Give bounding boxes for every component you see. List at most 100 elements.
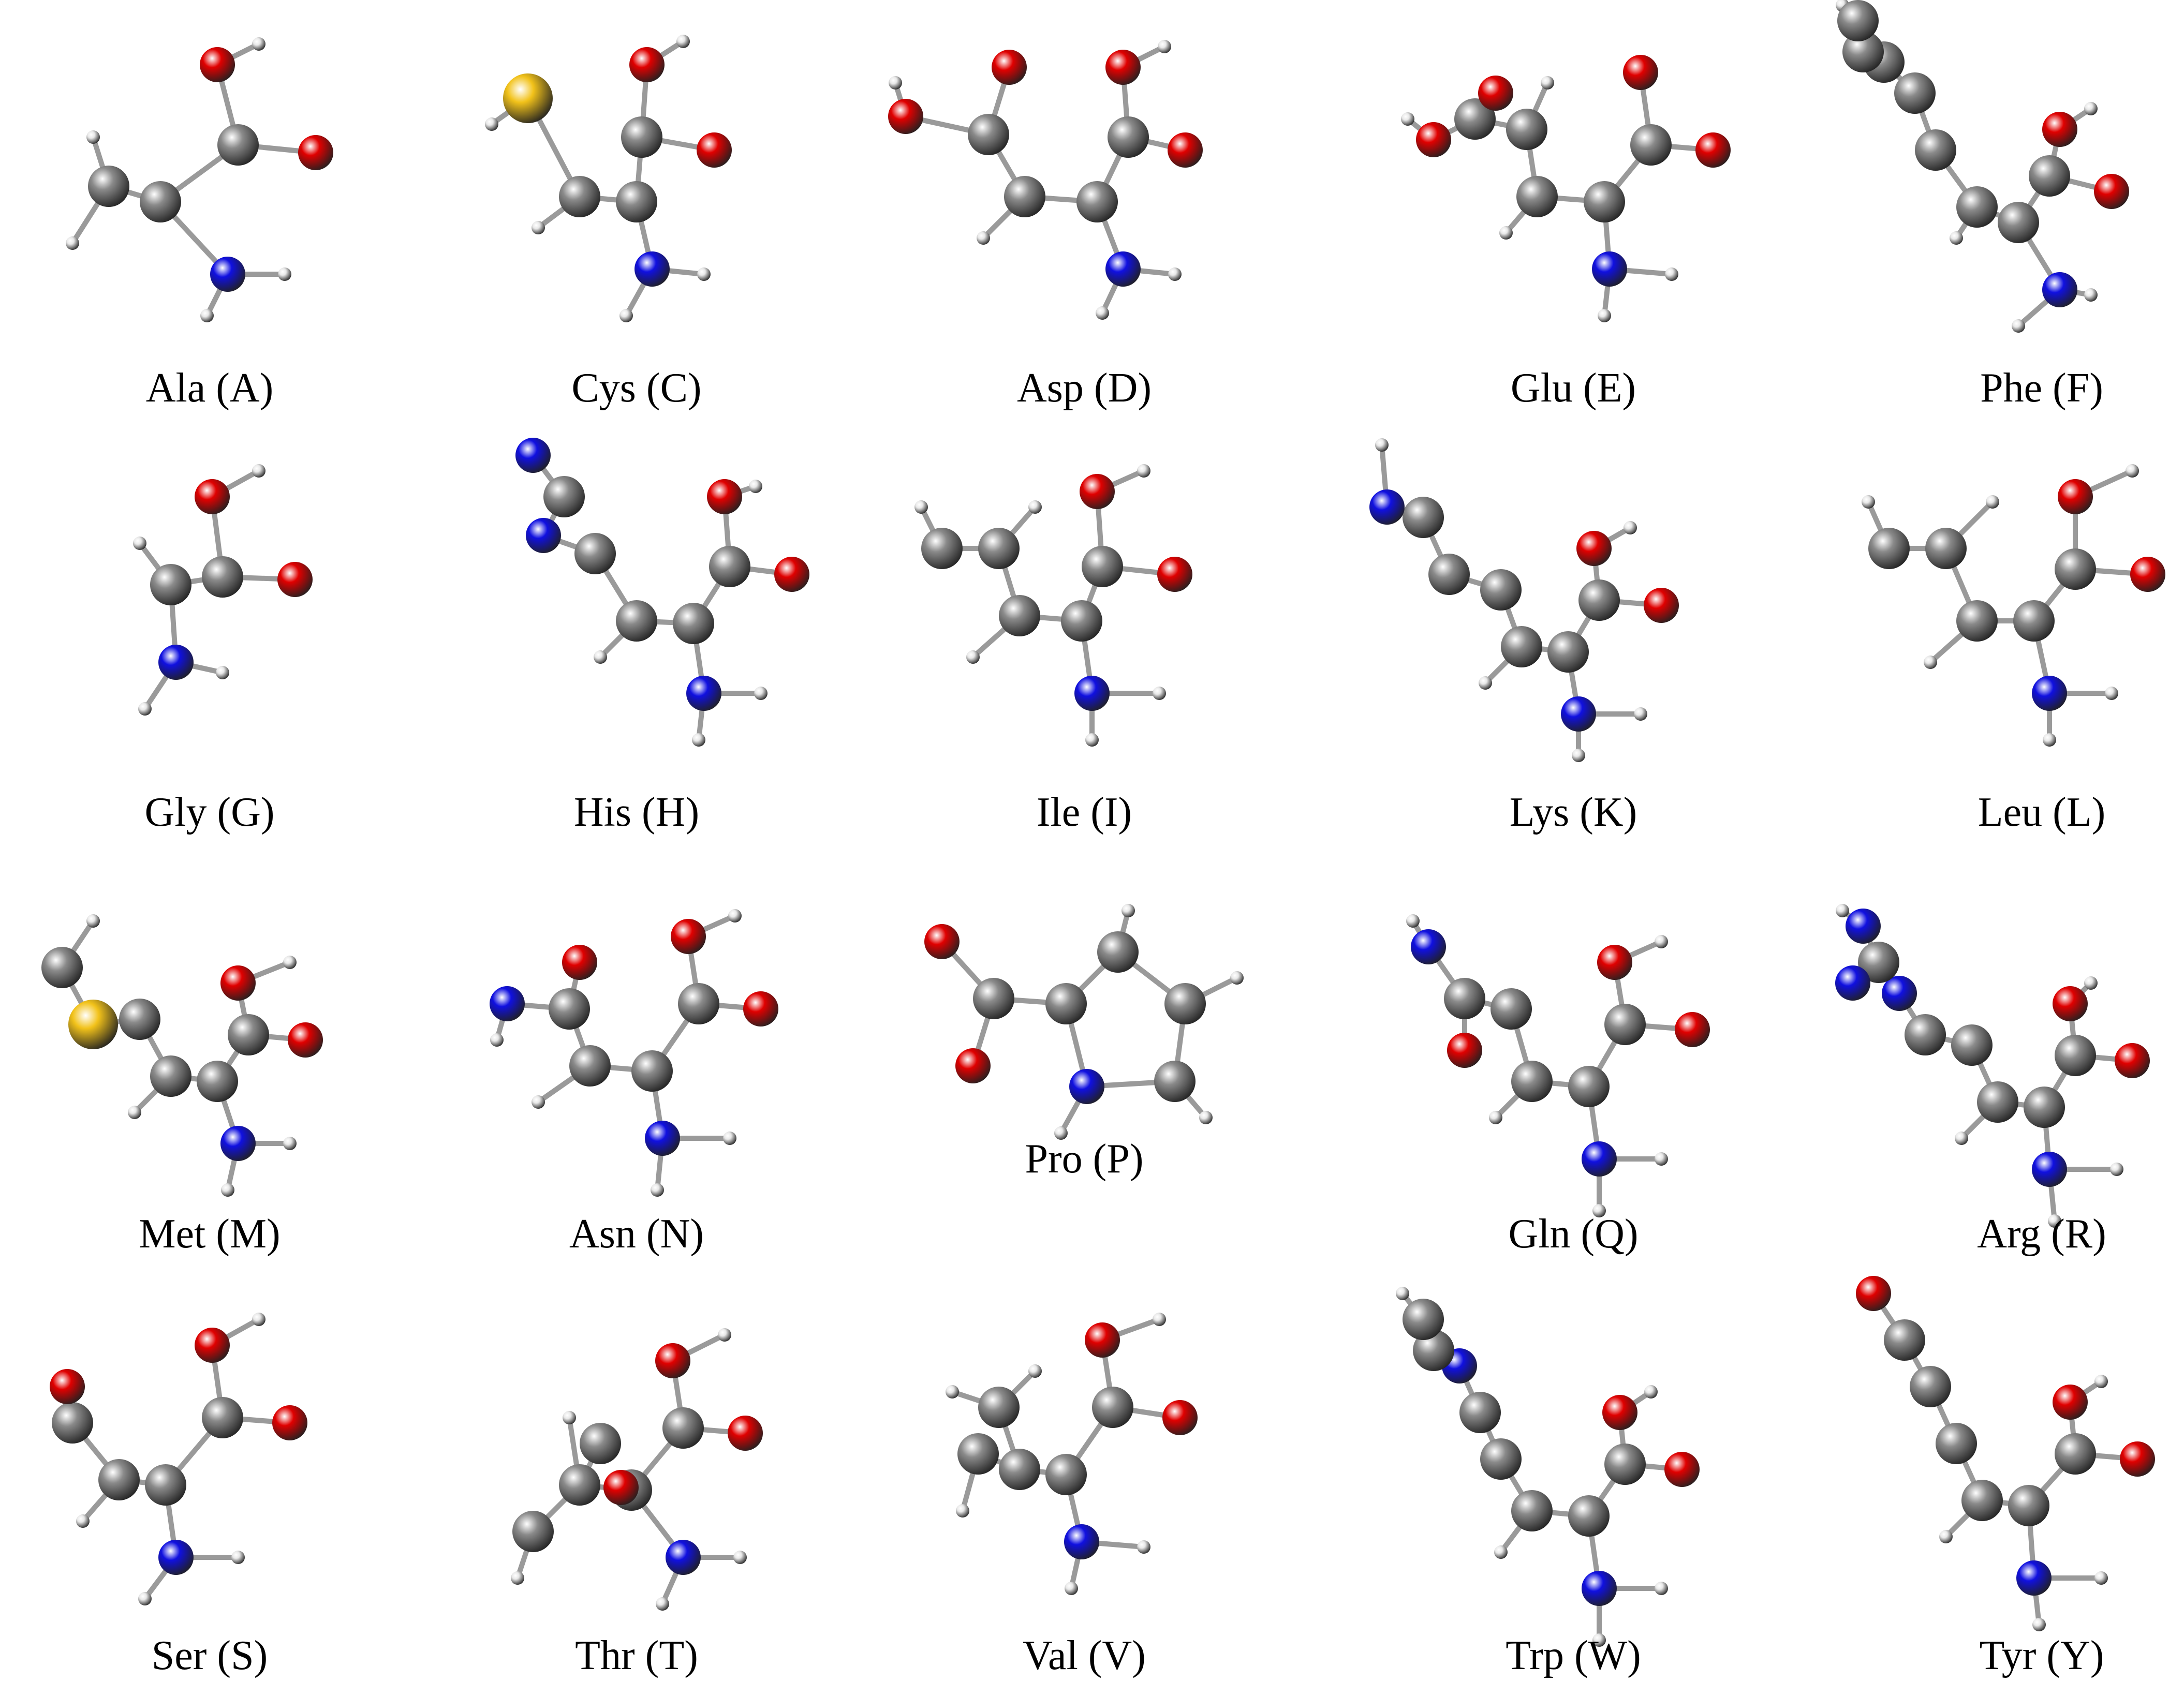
carbon-atom xyxy=(1403,497,1444,538)
carbon-atom xyxy=(2024,1087,2065,1128)
hydrogen-atom xyxy=(231,1551,245,1564)
carbon-atom xyxy=(202,1397,243,1438)
methionine-label: Met (M) xyxy=(139,1211,281,1257)
hydrogen-atom xyxy=(2126,464,2139,478)
carbon-atom xyxy=(574,533,616,574)
carbon-atom xyxy=(1480,1438,1522,1480)
hydrogen-atom xyxy=(946,1385,959,1399)
hydrogen-atom xyxy=(1572,749,1585,762)
hydrogen-atom xyxy=(966,650,980,664)
hydrogen-atom xyxy=(283,1137,297,1150)
glutamine-label: Gln (Q) xyxy=(1508,1211,1639,1257)
hydrogen-atom xyxy=(1499,226,1513,240)
hydrogen-atom xyxy=(2110,1163,2123,1176)
oxygen-atom xyxy=(1085,1322,1120,1358)
hydrogen-atom xyxy=(1950,231,1963,245)
oxygen-atom xyxy=(1105,50,1141,85)
carbon-atom xyxy=(1444,978,1485,1019)
hydrogen-atom xyxy=(86,130,100,144)
hydrogen-atom xyxy=(1085,733,1099,747)
carbon-atom xyxy=(673,603,714,644)
sulfur-atom xyxy=(503,73,553,123)
oxygen-atom xyxy=(2094,174,2129,209)
carbon-atom xyxy=(616,181,657,222)
hydrogen-atom xyxy=(1665,267,1678,281)
aspartic-acid-structure xyxy=(888,40,1203,320)
nitrogen-atom xyxy=(1582,1141,1617,1177)
carbon-atom xyxy=(999,595,1040,636)
carbon-atom xyxy=(150,564,191,605)
hydrogen-atom xyxy=(1634,707,1647,721)
oxygen-atom xyxy=(562,945,597,980)
oxygen-atom xyxy=(1623,55,1658,90)
nitrogen-atom xyxy=(1064,1524,1099,1559)
oxygen-atom xyxy=(1447,1033,1482,1068)
hydrogen-atom xyxy=(221,1183,234,1197)
oxygen-atom xyxy=(220,965,256,1001)
oxygen-atom xyxy=(707,479,742,514)
hydrogen-atom xyxy=(1862,495,1875,509)
carbon-atom xyxy=(1154,1061,1196,1102)
leucine-structure xyxy=(1862,464,2165,747)
hydrogen-atom xyxy=(723,1132,736,1145)
oxygen-atom xyxy=(1602,1395,1637,1430)
hydrogen-atom xyxy=(1955,1132,1968,1145)
hydrogen-atom xyxy=(2084,102,2098,115)
hydrogen-atom xyxy=(1137,464,1150,478)
oxygen-atom xyxy=(2115,1043,2150,1078)
oxygen-atom xyxy=(992,50,1027,85)
hydrogen-atom xyxy=(532,1095,545,1109)
hydrogen-atom xyxy=(1494,1545,1508,1559)
carbon-atom xyxy=(1630,124,1672,166)
nitrogen-atom xyxy=(2032,1152,2067,1187)
oxygen-atom xyxy=(1162,1400,1198,1435)
carbon-atom xyxy=(973,978,1014,1019)
hydrogen-atom xyxy=(749,480,762,493)
carbon-atom xyxy=(1894,72,1936,114)
carbon-atom xyxy=(1568,1495,1610,1537)
oxygen-atom xyxy=(195,479,230,514)
carbon-atom xyxy=(978,528,1020,569)
arginine-label: Arg (R) xyxy=(1977,1211,2106,1257)
hydrogen-atom xyxy=(676,35,690,48)
nitrogen-atom xyxy=(1369,489,1405,525)
hydrogen-atom xyxy=(1028,500,1042,514)
oxygen-atom xyxy=(1157,557,1192,592)
hydrogen-atom xyxy=(1028,1364,1042,1378)
hydrogen-atom xyxy=(278,267,291,281)
carbon-atom xyxy=(217,124,259,166)
nitrogen-atom xyxy=(1074,676,1110,711)
carbon-atom xyxy=(549,988,590,1030)
carbon-atom xyxy=(1915,129,1956,171)
nitrogen-atom xyxy=(210,257,245,292)
carbon-atom xyxy=(1977,1081,2018,1123)
alanine-structure xyxy=(66,37,333,322)
cysteine-structure xyxy=(485,35,732,322)
carbon-atom xyxy=(1961,1480,2003,1521)
oxygen-atom xyxy=(2042,112,2077,147)
hydrogen-atom xyxy=(490,1033,504,1047)
carbon-atom xyxy=(569,1045,611,1087)
hydrogen-atom xyxy=(2094,1571,2108,1585)
lysine-structure xyxy=(1369,438,1679,762)
carbon-atom xyxy=(150,1055,191,1097)
nitrogen-atom xyxy=(1105,251,1141,287)
hydrogen-atom xyxy=(914,500,928,514)
carbon-atom xyxy=(1511,1490,1553,1531)
hydrogen-atom xyxy=(485,117,498,131)
oxygen-atom xyxy=(743,991,778,1026)
hydrogen-atom xyxy=(76,1514,90,1528)
hydrogen-atom xyxy=(2084,288,2098,302)
tryptophan-label: Trp (W) xyxy=(1506,1633,1641,1678)
hydrogen-atom xyxy=(563,1411,576,1424)
carbon-atom xyxy=(559,1464,600,1506)
hydrogen-atom xyxy=(692,733,705,747)
carbon-atom xyxy=(709,546,750,587)
hydrogen-atom xyxy=(511,1571,524,1585)
oxygen-atom xyxy=(1695,132,1731,168)
oxygen-atom xyxy=(277,562,313,597)
hydrogen-atom xyxy=(252,1313,265,1326)
hydrogen-atom xyxy=(138,702,152,716)
nitrogen-atom xyxy=(645,1121,680,1156)
